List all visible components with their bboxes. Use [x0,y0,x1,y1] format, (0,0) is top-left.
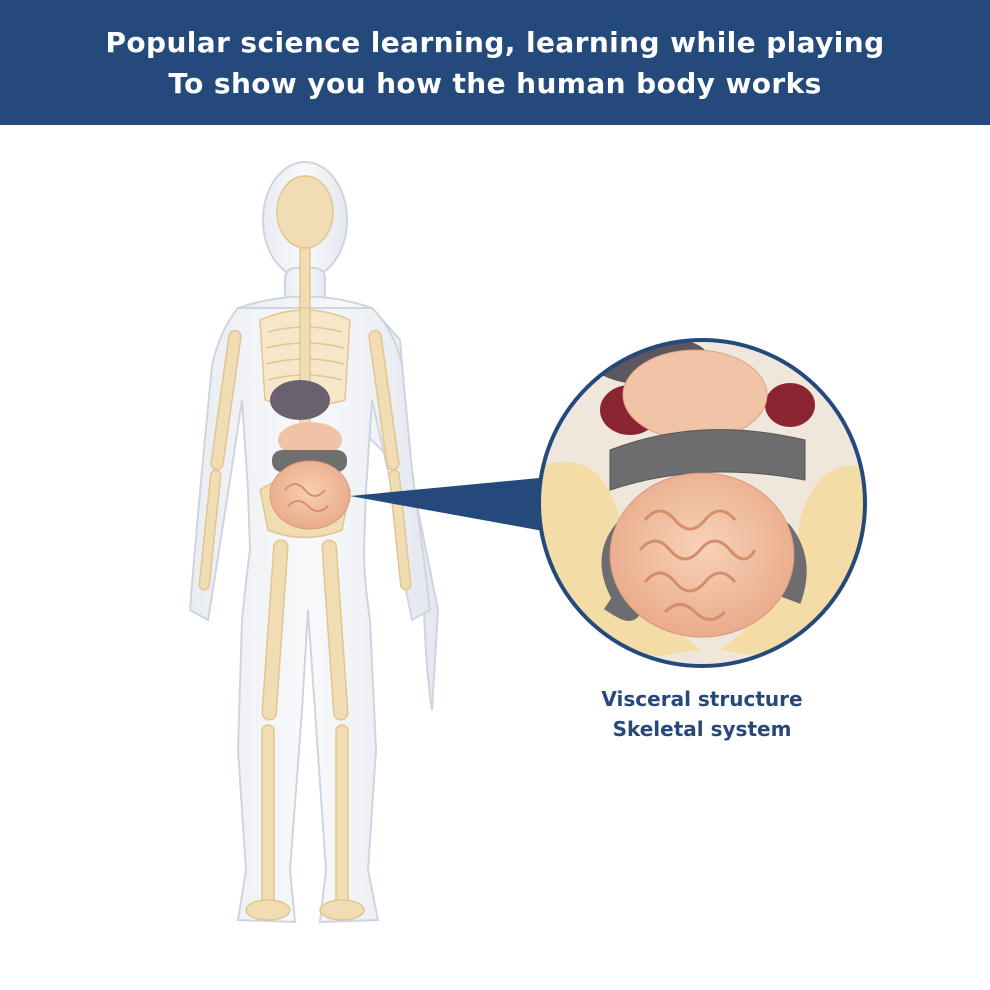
header-line-1: Popular science learning, learning while… [105,25,885,59]
header-banner: Popular science learning, learning while… [0,0,990,125]
magnifier-circle [537,338,867,668]
visceral-organs [269,380,351,530]
caption-line-visceral: Visceral structure [601,687,803,711]
header-line-2: To show you how the human body works [168,66,822,100]
caption-line-skeletal: Skeletal system [612,717,792,741]
anatomy-model-figure [188,161,440,924]
magnified-organs [539,340,865,666]
caption: Visceral structure Skeletal system [552,684,852,744]
